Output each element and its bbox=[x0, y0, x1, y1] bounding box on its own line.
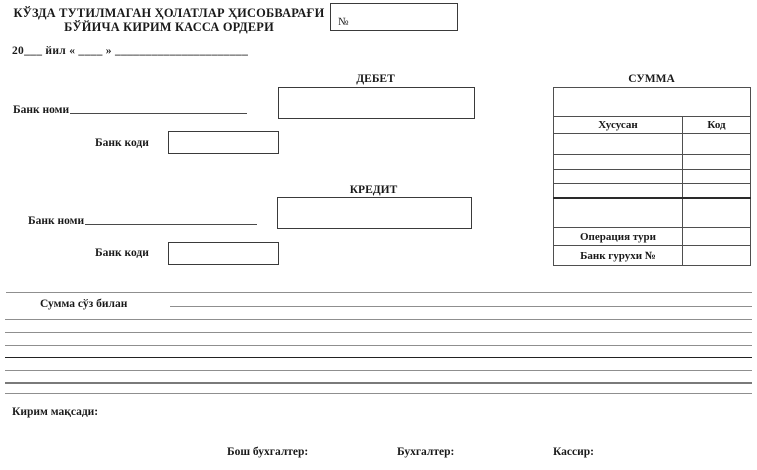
number-sign-label: № bbox=[338, 16, 349, 28]
writing-line[interactable] bbox=[5, 357, 752, 358]
debit-account-box[interactable] bbox=[278, 87, 475, 119]
writing-line[interactable] bbox=[5, 370, 752, 371]
writing-line[interactable] bbox=[5, 345, 752, 346]
summa-col-code-header: Код bbox=[682, 116, 751, 134]
summa-row-cell[interactable] bbox=[553, 154, 683, 170]
summa-col-particulars-header: Хусусан bbox=[553, 116, 683, 134]
debit-bank-code-label: Банк коди bbox=[95, 137, 149, 149]
summa-row-cell[interactable] bbox=[553, 133, 683, 155]
credit-bank-name-blank[interactable] bbox=[85, 224, 257, 225]
ruled-line bbox=[5, 393, 752, 394]
ruled-line bbox=[6, 292, 752, 293]
operation-type-label: Операция тури bbox=[553, 227, 683, 246]
summa-row-code-cell[interactable] bbox=[682, 133, 751, 155]
credit-section-label: КРЕДИТ bbox=[349, 184, 398, 196]
credit-bank-name-label: Банк номи bbox=[28, 215, 85, 227]
debit-bank-name-row: Банк номи bbox=[13, 101, 247, 116]
debit-bank-name-label: Банк номи bbox=[13, 104, 70, 116]
debit-bank-code-box[interactable] bbox=[168, 131, 279, 154]
summa-amount-cell[interactable] bbox=[553, 87, 751, 117]
summa-row-cell[interactable] bbox=[553, 183, 683, 199]
debit-bank-name-blank[interactable] bbox=[70, 113, 247, 114]
form-title-line1: КЎЗДА ТУТИЛМАГАН ҲОЛАТЛАР ҲИСОБВАРАҒИ bbox=[13, 6, 325, 20]
chief-accountant-signature-label: Бош бухгалтер: bbox=[227, 446, 309, 458]
operation-type-cell[interactable] bbox=[682, 227, 751, 246]
credit-bank-code-box[interactable] bbox=[168, 242, 279, 265]
summa-row-code-cell[interactable] bbox=[682, 197, 751, 228]
form-title-line2: БЎЙИЧА КИРИМ КАССА ОРДЕРИ bbox=[64, 20, 274, 34]
summa-table: Хусусан Код Операция тури Банк гурухи № bbox=[553, 87, 751, 266]
credit-bank-name-row: Банк номи bbox=[28, 212, 257, 227]
form-title: КЎЗДА ТУТИЛМАГАН ҲОЛАТЛАР ҲИСОБВАРАҒИ БЎ… bbox=[8, 6, 330, 34]
summa-row-cell[interactable] bbox=[553, 169, 683, 184]
accountant-signature-label: Бухгалтер: bbox=[397, 446, 455, 458]
summa-title: СУММА bbox=[628, 73, 675, 85]
order-number-box[interactable]: № bbox=[330, 3, 458, 31]
summa-row-code-cell[interactable] bbox=[682, 169, 751, 184]
amount-in-words-blank[interactable] bbox=[170, 306, 752, 307]
credit-bank-code-label: Банк коди bbox=[95, 247, 149, 259]
bank-group-cell[interactable] bbox=[682, 245, 751, 266]
writing-line[interactable] bbox=[5, 319, 752, 320]
writing-line[interactable] bbox=[5, 382, 752, 384]
debit-section-label: ДЕБЕТ bbox=[356, 73, 395, 85]
cashier-signature-label: Кассир: bbox=[553, 446, 594, 458]
date-line[interactable]: 20___ йил « ____ » _____________________… bbox=[12, 45, 249, 57]
bank-group-label: Банк гурухи № bbox=[553, 245, 683, 266]
amount-in-words-label: Сумма сўз билан bbox=[40, 298, 128, 310]
writing-line[interactable] bbox=[5, 332, 752, 333]
summa-row-code-cell[interactable] bbox=[682, 154, 751, 170]
purpose-label: Кирим мақсади: bbox=[12, 406, 99, 418]
summa-row-code-cell[interactable] bbox=[682, 183, 751, 199]
credit-account-box[interactable] bbox=[277, 197, 472, 229]
summa-row-cell[interactable] bbox=[553, 197, 683, 228]
